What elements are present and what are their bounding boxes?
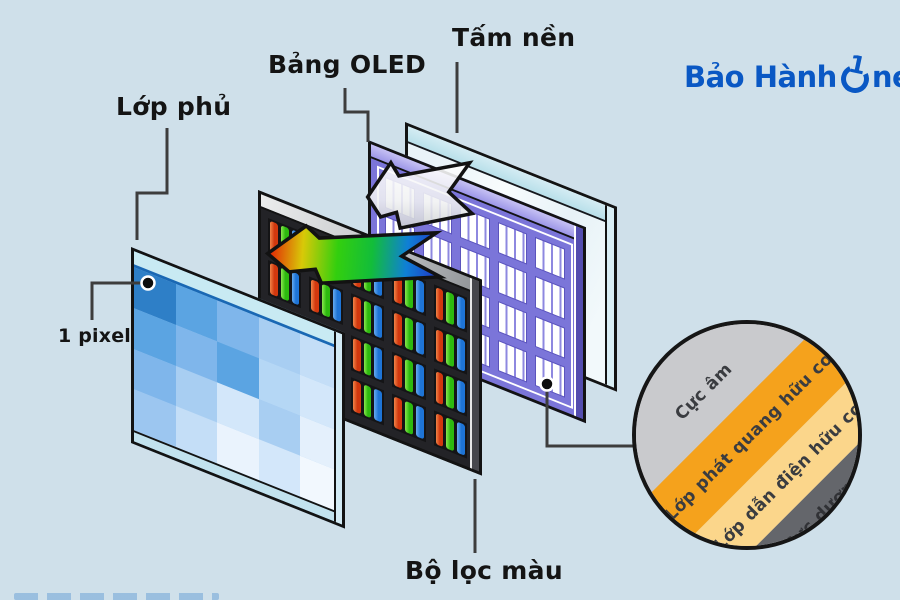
green-subpixel-bar bbox=[446, 375, 455, 410]
blue-subpixel-bar bbox=[415, 405, 424, 440]
green-subpixel-bar bbox=[363, 258, 372, 293]
brand-text-right: ne bbox=[871, 60, 900, 94]
blue-subpixel-bar bbox=[374, 262, 383, 297]
label-oled-panel: Bảng OLED bbox=[268, 50, 427, 79]
green-subpixel-bar bbox=[446, 291, 455, 326]
green-subpixel-bar bbox=[404, 358, 413, 393]
oled-cell bbox=[497, 300, 528, 344]
leader-oled bbox=[343, 88, 370, 142]
green-subpixel-bar bbox=[404, 400, 413, 435]
oled-cell bbox=[460, 206, 490, 250]
blue-subpixel-bar bbox=[415, 279, 424, 314]
oled-cell bbox=[497, 339, 528, 383]
blue-subpixel-bar bbox=[291, 229, 300, 264]
red-subpixel-bar bbox=[394, 312, 402, 347]
red-subpixel-bar bbox=[352, 253, 361, 289]
leader-coating bbox=[135, 128, 169, 240]
blue-subpixel-bar bbox=[374, 388, 383, 423]
green-subpixel-bar bbox=[446, 417, 455, 452]
cropped-text-fragment bbox=[14, 593, 219, 600]
filter-cell bbox=[268, 259, 302, 309]
green-subpixel-bar bbox=[363, 342, 372, 377]
layer-bands: Cực âm Lớp phát quang hữu cơ Lớp dẫn điệ… bbox=[636, 324, 858, 546]
blue-subpixel-bar bbox=[415, 363, 424, 398]
blue-subpixel-bar bbox=[291, 271, 300, 306]
green-subpixel-bar bbox=[404, 274, 413, 309]
oled-cell bbox=[535, 354, 565, 398]
filter-cell bbox=[392, 393, 426, 443]
label-color-filter: Bộ lọc màu bbox=[405, 556, 563, 585]
oled-cell bbox=[535, 315, 565, 359]
filter-cell bbox=[392, 267, 426, 317]
filter-cell bbox=[350, 251, 385, 300]
label-one-pixel: 1 pixel bbox=[58, 325, 132, 347]
oled-cell bbox=[497, 221, 528, 266]
filter-cell bbox=[309, 234, 343, 283]
oled-cell bbox=[385, 176, 415, 220]
red-subpixel-bar bbox=[435, 329, 444, 364]
blue-subpixel-bar bbox=[457, 379, 465, 414]
red-subpixel-bar bbox=[311, 237, 320, 272]
label-coating: Lớp phủ bbox=[116, 92, 232, 121]
blue-subpixel-bar bbox=[374, 346, 383, 381]
layer-stack-circle: Cực âm Lớp phát quang hữu cơ Lớp dẫn điệ… bbox=[632, 320, 862, 550]
oled-cell bbox=[535, 236, 565, 281]
filter-cell bbox=[392, 351, 426, 401]
red-subpixel-bar bbox=[270, 220, 278, 255]
filter-cell bbox=[268, 217, 302, 267]
filter-cell bbox=[392, 309, 426, 359]
power-one-icon: 1 bbox=[836, 50, 873, 97]
red-subpixel-bar bbox=[394, 270, 402, 305]
green-subpixel-bar bbox=[322, 241, 330, 276]
green-subpixel-bar bbox=[363, 300, 372, 335]
red-subpixel-bar bbox=[352, 337, 361, 373]
oled-cell bbox=[535, 276, 565, 320]
filter-cell bbox=[433, 326, 467, 375]
blue-subpixel-bar bbox=[374, 304, 383, 339]
filter-cell bbox=[309, 276, 343, 325]
filter-cell bbox=[433, 284, 467, 333]
red-subpixel-bar bbox=[311, 279, 320, 314]
blue-subpixel-bar bbox=[332, 287, 341, 323]
blue-subpixel-bar bbox=[457, 421, 465, 456]
filter-cell bbox=[433, 410, 467, 459]
blue-subpixel-bar bbox=[332, 245, 341, 281]
red-subpixel-bar bbox=[394, 354, 402, 389]
red-subpixel-bar bbox=[270, 262, 278, 297]
green-subpixel-bar bbox=[322, 283, 330, 318]
green-subpixel-bar bbox=[446, 333, 455, 368]
blue-subpixel-bar bbox=[457, 295, 465, 330]
filter-cell bbox=[350, 335, 385, 384]
green-subpixel-bar bbox=[280, 225, 289, 260]
green-subpixel-bar bbox=[404, 316, 413, 351]
filter-cell bbox=[350, 377, 385, 426]
label-substrate: Tấm nền bbox=[452, 23, 576, 52]
brand-logo: Bảo Hành 1 ne bbox=[684, 50, 900, 97]
filter-cell bbox=[433, 368, 467, 417]
green-subpixel-bar bbox=[280, 267, 289, 302]
blue-subpixel-bar bbox=[457, 337, 465, 372]
oled-cell bbox=[497, 261, 528, 305]
red-subpixel-bar bbox=[394, 396, 402, 431]
oled-cell bbox=[422, 191, 453, 235]
band-cathode-label: Cực âm bbox=[671, 359, 737, 425]
red-subpixel-bar bbox=[352, 295, 361, 331]
brand-text-left: Bảo Hành bbox=[684, 60, 837, 94]
red-subpixel-bar bbox=[352, 379, 361, 415]
green-subpixel-bar bbox=[363, 384, 372, 419]
red-subpixel-bar bbox=[435, 413, 444, 448]
red-subpixel-bar bbox=[435, 287, 444, 322]
filter-cell bbox=[350, 293, 385, 342]
red-subpixel-bar bbox=[435, 371, 444, 406]
blue-subpixel-bar bbox=[415, 321, 424, 356]
